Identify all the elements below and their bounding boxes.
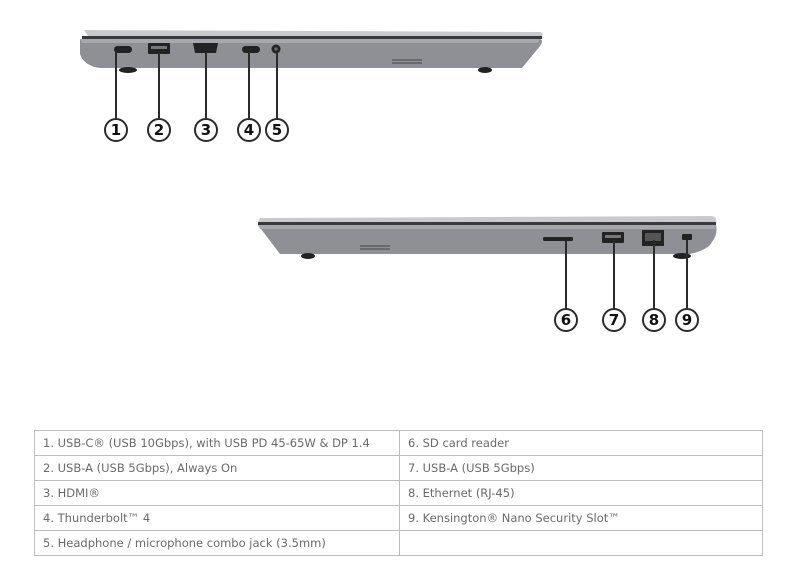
callout-leader bbox=[205, 52, 207, 118]
usb-c-port-shape bbox=[114, 46, 132, 53]
callout-leader bbox=[613, 240, 615, 308]
callout-6: 6 bbox=[554, 308, 578, 332]
port-label: 9. Kensington® Nano Security Slot™ bbox=[399, 505, 763, 531]
port-label: 7. USB-A (USB 5Gbps) bbox=[399, 455, 763, 481]
callout-9: 9 bbox=[675, 308, 699, 332]
callout-5: 5 bbox=[265, 118, 289, 142]
table-row: 1. USB-C® (USB 10Gbps), with USB PD 45-6… bbox=[34, 430, 763, 456]
laptop-right-side-image bbox=[258, 216, 717, 259]
table-row: 3. HDMI® 8. Ethernet (RJ-45) bbox=[34, 480, 763, 506]
table-row: 4. Thunderbolt™ 4 9. Kensington® Nano Se… bbox=[34, 505, 763, 531]
table-row: 5. Headphone / microphone combo jack (3.… bbox=[34, 530, 763, 556]
port-label: 5. Headphone / microphone combo jack (3.… bbox=[34, 530, 400, 556]
callout-leader bbox=[276, 52, 278, 118]
callout-1: 1 bbox=[104, 118, 128, 142]
callout-7: 7 bbox=[602, 308, 626, 332]
callout-leader bbox=[565, 240, 567, 308]
callout-leader bbox=[158, 52, 160, 118]
port-label: 1. USB-C® (USB 10Gbps), with USB PD 45-6… bbox=[34, 430, 400, 456]
port-label: 4. Thunderbolt™ 4 bbox=[34, 505, 400, 531]
callout-8: 8 bbox=[642, 308, 666, 332]
callout-leader bbox=[248, 52, 250, 118]
callout-3: 3 bbox=[194, 118, 218, 142]
table-row: 2. USB-A (USB 5Gbps), Always On 7. USB-A… bbox=[34, 455, 763, 481]
callout-leader bbox=[115, 52, 117, 118]
callout-leader bbox=[653, 240, 655, 308]
port-label: 6. SD card reader bbox=[399, 430, 763, 456]
laptop-left-side-image bbox=[80, 30, 543, 73]
ports-table: 1. USB-C® (USB 10Gbps), with USB PD 45-6… bbox=[34, 430, 763, 556]
port-label-empty bbox=[399, 530, 763, 556]
port-label: 3. HDMI® bbox=[34, 480, 400, 506]
port-label: 8. Ethernet (RJ-45) bbox=[399, 480, 763, 506]
callout-2: 2 bbox=[147, 118, 171, 142]
callout-leader bbox=[686, 240, 688, 308]
port-label: 2. USB-A (USB 5Gbps), Always On bbox=[34, 455, 400, 481]
callout-4: 4 bbox=[237, 118, 261, 142]
